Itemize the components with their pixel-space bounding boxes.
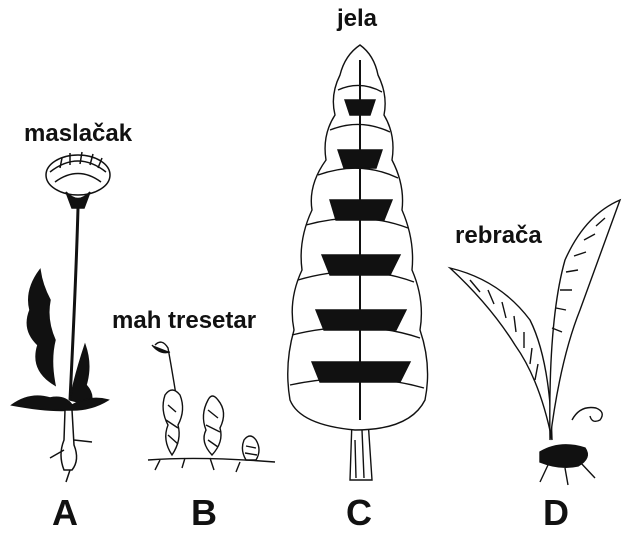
dandelion-illustration — [10, 151, 111, 483]
dandelion-leaf-left — [26, 268, 57, 387]
fern-frond-right — [549, 198, 622, 441]
plant-name-fern: rebrača — [455, 222, 542, 249]
dandelion-flower-head — [45, 151, 111, 209]
dandelion-leaf-base — [10, 395, 110, 412]
label-letter-b: B — [191, 492, 217, 533]
fern-frond-left — [447, 266, 553, 441]
moss-shoot-small — [241, 435, 260, 461]
dandelion-stem — [68, 207, 80, 401]
plant-name-dandelion: maslačak — [24, 120, 133, 147]
fir-crown-outline — [287, 44, 429, 431]
label-letter-c: C — [346, 492, 372, 533]
moss-ground-line — [147, 457, 276, 473]
dandelion-leaf-right — [69, 342, 93, 406]
plant-name-peat-moss: mah tresetar — [112, 307, 257, 334]
peat-moss-illustration — [147, 341, 276, 473]
label-letter-d: D — [543, 492, 569, 533]
dandelion-root — [49, 409, 93, 483]
fern-fiddlehead — [571, 406, 603, 423]
plant-name-fir: jela — [337, 5, 378, 32]
label-letter-a: A — [52, 492, 78, 533]
moss-shoot-left — [162, 389, 184, 457]
fern-illustration — [447, 198, 622, 486]
fir-tree-illustration — [287, 44, 429, 481]
fern-rhizome — [539, 444, 596, 486]
